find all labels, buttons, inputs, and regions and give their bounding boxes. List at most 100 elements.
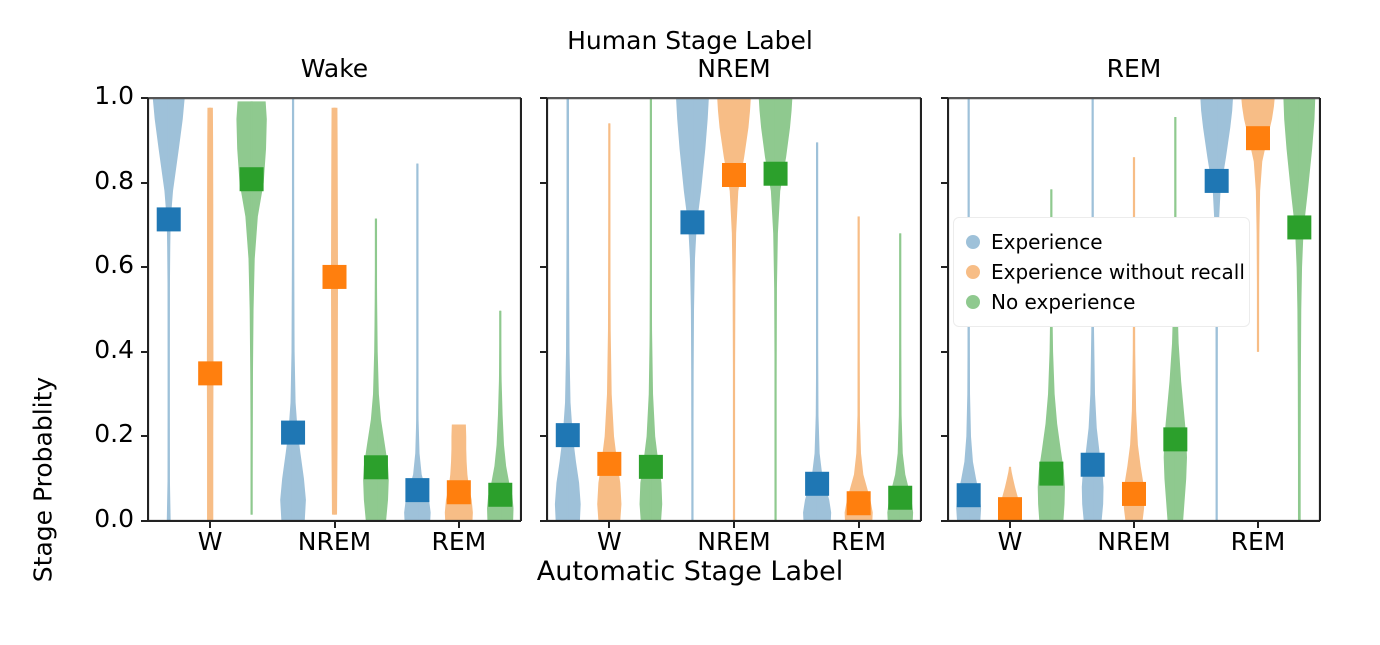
violin-range-line-series1	[209, 107, 212, 522]
violin-range-line-series0	[816, 142, 819, 522]
y-tick-label-0.6: 0.6	[94, 250, 134, 280]
violin-range-line-series0	[167, 98, 170, 521]
median-marker-series1	[198, 361, 223, 386]
median-marker-series1	[597, 451, 622, 476]
y-tick-mark	[941, 435, 948, 438]
violin-range-line-series1	[1256, 98, 1260, 352]
median-marker-series0	[805, 471, 830, 496]
violin-range-line-series1	[608, 123, 611, 521]
y-tick-mark	[540, 435, 547, 438]
x-tick-label-rem-nrem: NREM	[1097, 527, 1171, 556]
legend-label: No experience	[991, 290, 1136, 314]
y-tick-mark	[540, 350, 547, 353]
y-tick-mark	[941, 350, 948, 353]
axes-wake	[147, 97, 522, 522]
violin-range-line-series2	[1050, 189, 1053, 521]
y-tick-label-0.2: 0.2	[94, 419, 134, 449]
y-tick-mark	[941, 97, 948, 99]
x-tick-mark	[209, 521, 212, 528]
y-axis-label-wrap: Stage Probablity	[0, 0, 58, 602]
median-marker-series2	[239, 167, 264, 192]
y-tick-mark	[941, 520, 948, 522]
median-marker-series0	[156, 207, 181, 232]
x-tick-label-nrem-w: W	[596, 527, 622, 556]
panel-title-nrem: NREM	[697, 54, 771, 83]
median-marker-series2	[638, 454, 663, 479]
legend-item-2[interactable]: No experience	[966, 287, 1235, 317]
violin-range-line-series2	[1298, 98, 1301, 521]
median-marker-series0	[956, 483, 981, 508]
x-tick-label-nrem-rem: REM	[831, 527, 887, 556]
legend-item-0[interactable]: Experience	[966, 227, 1235, 257]
x-tick-mark	[857, 521, 860, 528]
median-marker-series1	[1246, 126, 1270, 151]
median-marker-series2	[488, 482, 513, 507]
median-marker-series2	[888, 485, 913, 510]
median-marker-series1	[722, 162, 746, 187]
y-tick-mark	[540, 181, 547, 184]
median-marker-series1	[446, 480, 471, 505]
median-marker-series1	[998, 497, 1022, 522]
violin-range-line-series2	[374, 218, 378, 521]
x-tick-mark	[333, 521, 336, 528]
median-marker-series1	[1122, 481, 1146, 506]
violin-range-line-series0	[691, 98, 694, 521]
median-marker-series2	[363, 455, 388, 480]
x-tick-label-wake-rem: REM	[431, 527, 487, 556]
median-marker-series2	[1039, 461, 1064, 486]
violin-range-line-series1	[1132, 157, 1136, 521]
x-tick-label-rem-rem: REM	[1230, 527, 1286, 556]
legend-label: Experience without recall	[991, 260, 1245, 284]
median-marker-series0	[405, 478, 430, 503]
x-tick-mark	[457, 521, 460, 528]
violin-range-line-series2	[499, 310, 502, 521]
median-marker-series2	[1287, 215, 1312, 240]
x-tick-label-nrem-nrem: NREM	[697, 527, 771, 556]
figure-canvas: Human Stage Label Stage Probablity Autom…	[0, 0, 1321, 602]
x-tick-mark	[1133, 521, 1135, 528]
y-tick-mark	[540, 520, 547, 522]
y-tick-label-1.0: 1.0	[94, 81, 134, 110]
violin-range-line-series0	[416, 163, 419, 521]
legend-swatch-icon	[966, 265, 980, 279]
violin-range-line-series1	[857, 216, 860, 521]
violin-range-line-series1	[333, 107, 336, 515]
x-tick-mark	[1257, 521, 1259, 528]
y-tick-mark	[141, 97, 148, 99]
legend-swatch-icon	[966, 295, 980, 309]
median-marker-series0	[555, 423, 580, 448]
y-tick-mark	[540, 97, 547, 99]
x-tick-label-rem-w: W	[997, 527, 1023, 556]
y-axis-label: Stage Probablity	[28, 376, 58, 583]
x-axis-label: Automatic Stage Label	[536, 556, 844, 587]
violin-range-line-series2	[899, 233, 902, 522]
legend-item-1[interactable]: Experience without recall	[966, 257, 1245, 287]
x-tick-label-wake-w: W	[197, 527, 223, 556]
y-tick-mark	[540, 266, 547, 269]
axes-nrem	[546, 97, 922, 522]
x-tick-mark	[608, 521, 611, 528]
y-tick-mark	[941, 181, 948, 184]
median-marker-series2	[1163, 427, 1188, 452]
y-tick-mark	[141, 350, 148, 353]
y-tick-mark	[141, 520, 148, 522]
x-tick-label-wake-nrem: NREM	[297, 527, 372, 556]
median-marker-series2	[763, 161, 788, 186]
y-tick-label-0.0: 0.0	[94, 504, 134, 533]
violin-range-line-series1	[457, 424, 460, 521]
violin-range-line-series0	[566, 98, 569, 521]
violin-range-line-series1	[732, 98, 736, 521]
legend-label: Experience	[991, 230, 1103, 254]
panel-title-wake: Wake	[300, 54, 369, 83]
x-tick-mark	[1009, 521, 1011, 528]
x-tick-mark	[733, 521, 735, 528]
violin-range-line-series2	[774, 98, 777, 521]
median-marker-series1	[322, 264, 347, 289]
y-tick-mark	[141, 435, 148, 438]
legend-swatch-icon	[966, 235, 980, 249]
panel-title-rem: REM	[1106, 54, 1162, 83]
figure-suptitle: Human Stage Label	[567, 26, 813, 55]
y-tick-label-0.4: 0.4	[94, 334, 134, 364]
y-tick-label-0.8: 0.8	[94, 165, 134, 195]
